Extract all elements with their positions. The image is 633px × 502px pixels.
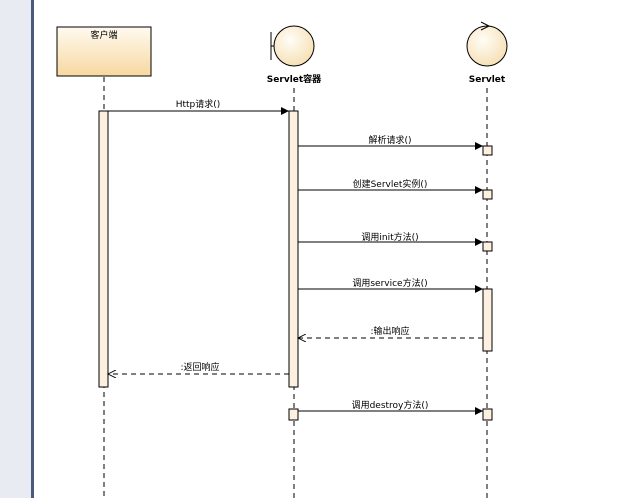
- window-left-bar: [31, 0, 34, 498]
- message-call-destroy[interactable]: 调用destroy方法(): [298, 399, 483, 415]
- message-return-response[interactable]: :返回响应: [108, 361, 289, 374]
- servlet-name: Servlet: [469, 75, 506, 85]
- participant-servlet[interactable]: Servlet: [466, 21, 508, 85]
- message-parse-request[interactable]: 解析请求(): [298, 134, 483, 150]
- container-name: Servlet容器: [267, 73, 322, 85]
- activation-servlet-create[interactable]: [482, 189, 493, 200]
- control-icon-arrow: [480, 21, 491, 31]
- activation-servlet-service[interactable]: [482, 288, 493, 352]
- activation-container-destroy[interactable]: [288, 408, 299, 421]
- activation-container[interactable]: [288, 110, 299, 388]
- message-label: 创建Servlet实例(): [353, 178, 428, 190]
- message-output-response[interactable]: :输出响应: [298, 325, 483, 338]
- message-label: 调用init方法(): [361, 231, 418, 243]
- control-icon: [466, 25, 508, 67]
- activation-servlet-destroy[interactable]: [482, 408, 493, 421]
- message-label: 调用service方法(): [352, 277, 427, 289]
- participant-client[interactable]: 客户端: [56, 26, 152, 77]
- message-call-init[interactable]: 调用init方法(): [298, 231, 483, 246]
- message-label: :输出响应: [370, 325, 409, 337]
- message-label: 调用destroy方法(): [352, 399, 429, 411]
- message-call-service[interactable]: 调用service方法(): [298, 277, 483, 293]
- message-create-servlet[interactable]: 创建Servlet实例(): [298, 178, 483, 194]
- client-box: [56, 26, 152, 77]
- activation-client[interactable]: [98, 110, 109, 388]
- activation-servlet-parse[interactable]: [482, 145, 493, 156]
- activation-servlet-init[interactable]: [482, 241, 493, 252]
- message-label: Http请求(): [176, 98, 221, 110]
- message-label: :返回响应: [180, 361, 219, 373]
- participant-container[interactable]: Servlet容器: [267, 25, 322, 85]
- window-left-edge: [0, 0, 33, 498]
- message-http-request[interactable]: Http请求(): [108, 98, 289, 115]
- client-name: 客户端: [90, 29, 117, 41]
- message-label: 解析请求(): [368, 134, 411, 146]
- boundary-icon: [273, 25, 315, 67]
